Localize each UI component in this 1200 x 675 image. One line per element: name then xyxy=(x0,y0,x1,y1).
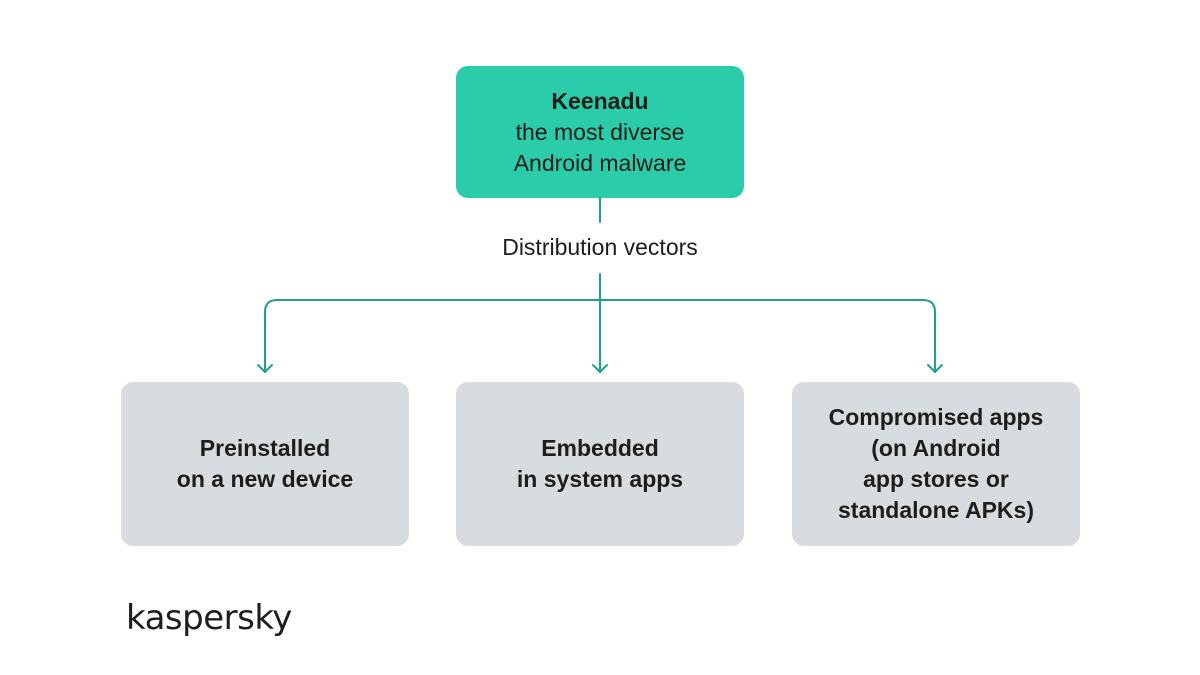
arrow-left-icon xyxy=(257,364,273,373)
kaspersky-logo: kaspersky xyxy=(126,598,292,638)
vector-node-compromised-apps: Compromised apps (on Android app stores … xyxy=(792,382,1080,546)
distribution-vectors-label: Distribution vectors xyxy=(502,234,698,260)
root-subtitle-line2: Android malware xyxy=(513,149,687,176)
root-subtitle-line1: the most diverse xyxy=(515,118,685,145)
arrow-center-icon xyxy=(592,364,608,373)
root-title: Keenadu xyxy=(551,87,649,114)
vector-node-embedded: Embedded in system apps xyxy=(456,382,744,546)
vector-node-preinstalled: Preinstalled on a new device xyxy=(121,382,409,546)
vector-label: Compromised apps (on Android app stores … xyxy=(828,404,1044,523)
arrow-right-icon xyxy=(927,364,943,373)
root-node: Keenadu the most diverse Android malware xyxy=(456,66,744,198)
branch-line xyxy=(264,299,936,373)
vector-label: Preinstalled on a new device xyxy=(176,435,354,492)
vector-label: Embedded in system apps xyxy=(516,435,684,492)
